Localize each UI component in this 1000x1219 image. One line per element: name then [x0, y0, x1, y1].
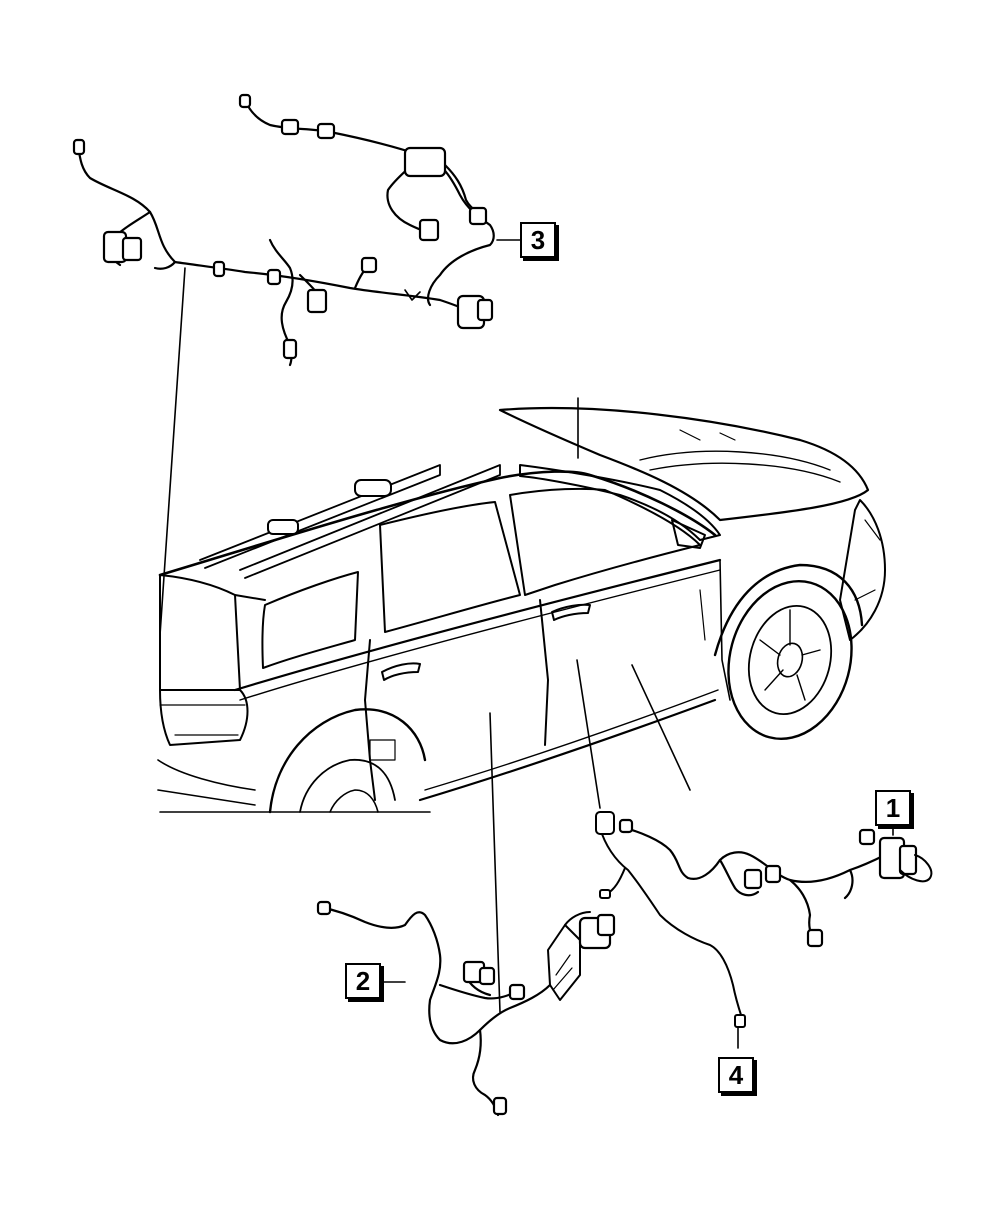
callout-1: 1: [875, 790, 911, 826]
vehicle-outline: [157, 406, 886, 814]
callout-3: 3: [520, 222, 556, 258]
callout-2: 2: [345, 963, 381, 999]
callout-label: 4: [728, 1059, 744, 1090]
leader-jumper: [576, 659, 601, 809]
leader-rear-door: [489, 712, 501, 1013]
front-door-harness: [618, 818, 933, 948]
leader-harness-3-to-vehicle: [159, 267, 186, 636]
callout-label: 1: [885, 792, 901, 823]
callout-4: 4: [718, 1057, 754, 1093]
leader-lines: [159, 239, 894, 1049]
callout-label: 2: [355, 965, 371, 996]
rear-door-harness: [316, 900, 616, 1117]
jumper-harness: [595, 811, 746, 1028]
callout-label: 3: [530, 224, 546, 255]
roof-liftgate-harness: [72, 93, 495, 367]
leader-front-door: [631, 664, 691, 791]
